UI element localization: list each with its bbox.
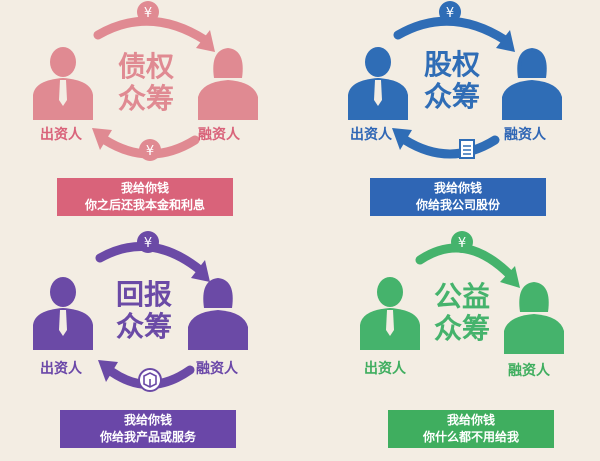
title-line-1: 公益 <box>434 280 491 313</box>
quadrant-reward-crowdfunding: ¥ 回报 众筹 出资人 融资人 我给你钱 <box>0 230 300 460</box>
caption-line-1: 我给你钱 <box>120 181 169 195</box>
caption-box: 我给你钱 你给我公司股份 <box>370 178 546 216</box>
yen-coin-icon: ¥ <box>137 231 159 253</box>
financier-label: 融资人 <box>508 363 550 379</box>
title-line-1: 回报 <box>116 278 173 311</box>
caption-line-2: 你之后还我本金和利息 <box>84 198 205 212</box>
caption-line-2: 你给我公司股份 <box>415 198 500 212</box>
top-arrow-head <box>196 30 215 52</box>
top-arrow-head <box>500 266 520 288</box>
financier-woman-icon <box>504 282 564 354</box>
investor-man-icon <box>33 277 93 350</box>
financier-label: 融资人 <box>198 127 240 143</box>
caption-line-2: 你给我产品或服务 <box>99 430 196 444</box>
investor-label: 出资人 <box>40 361 82 377</box>
investor-man-icon <box>348 47 408 120</box>
title-line-2: 众筹 <box>434 312 491 345</box>
quadrant-debt-crowdfunding: ¥ ¥ 债权 众筹 出资人 融资人 我给你钱 你之后还我 <box>0 0 300 230</box>
yen-coin-icon: ¥ <box>137 1 159 23</box>
yen-coin-icon: ¥ <box>139 139 161 161</box>
caption-box: 我给你钱 你给我产品或服务 <box>60 410 236 448</box>
caption-box: 我给你钱 你之后还我本金和利息 <box>57 178 233 216</box>
document-icon <box>459 139 475 159</box>
investor-label: 出资人 <box>350 127 392 143</box>
investor-man-icon <box>360 277 420 350</box>
investor-man-icon <box>33 47 93 120</box>
title-line-1: 债权 <box>118 50 175 83</box>
equity-cycle-art: ¥ <box>348 1 562 159</box>
svg-text:¥: ¥ <box>146 144 154 159</box>
yen-coin-icon: ¥ <box>451 231 473 253</box>
svg-text:¥: ¥ <box>144 236 152 251</box>
quadrant-charity-crowdfunding: ¥ 公益 众筹 出资人 融资人 我给你钱 你什么都不用给我 <box>300 230 600 460</box>
financier-woman-icon <box>502 48 562 120</box>
financier-woman-icon <box>198 48 258 120</box>
bottom-arrow <box>400 135 500 159</box>
financier-label: 融资人 <box>196 361 238 377</box>
financier-woman-icon <box>188 278 248 350</box>
top-arrow <box>393 16 510 45</box>
investor-label: 出资人 <box>364 361 406 377</box>
top-arrow <box>93 16 210 45</box>
svg-text:¥: ¥ <box>458 236 466 251</box>
reward-cycle-art: ¥ <box>33 231 248 392</box>
title-line-1: 股权 <box>424 48 481 81</box>
financier-label: 融资人 <box>504 127 546 143</box>
caption-line-1: 我给你钱 <box>446 413 495 427</box>
bottom-arrow-head <box>98 360 118 382</box>
quadrant-equity-crowdfunding: ¥ 股权 众筹 出资人 融资人 <box>300 0 600 230</box>
top-arrow-head <box>496 30 515 52</box>
title-line-2: 众筹 <box>118 82 175 115</box>
title-line-2: 众筹 <box>116 310 173 343</box>
caption-box: 我给你钱 你什么都不用给我 <box>388 410 554 448</box>
caption-line-2: 你什么都不用给我 <box>422 430 519 444</box>
charity-cycle-art: ¥ <box>360 231 564 354</box>
top-arrow-head <box>191 260 210 282</box>
bottom-arrow-head <box>92 128 112 150</box>
title-line-2: 众筹 <box>424 80 481 113</box>
bottom-arrow-head <box>392 128 412 150</box>
caption-line-1: 我给你钱 <box>433 181 482 195</box>
debt-cycle-art: ¥ ¥ <box>33 1 258 161</box>
yen-coin-icon: ¥ <box>439 1 461 23</box>
svg-text:¥: ¥ <box>446 6 454 21</box>
caption-line-1: 我给你钱 <box>123 413 172 427</box>
box-icon <box>138 368 162 392</box>
svg-text:¥: ¥ <box>144 6 152 21</box>
investor-label: 出资人 <box>40 127 82 143</box>
